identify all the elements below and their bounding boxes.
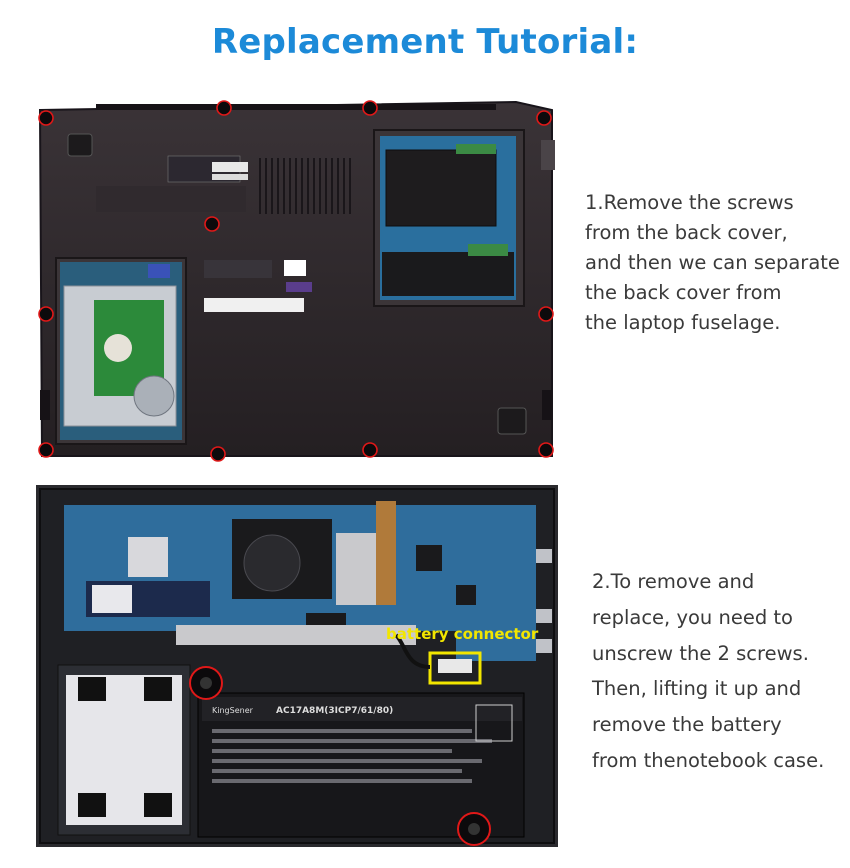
- step-2-line: Then, lifting it up and: [592, 677, 802, 701]
- battery-model: AC17A8M(3ICP7/61/80): [276, 706, 393, 716]
- battery-brand: KingSener: [212, 706, 254, 715]
- step-1-line: the back cover from: [585, 281, 782, 304]
- step-1-line: 1.Remove the screws: [585, 191, 794, 214]
- screw-marker: [468, 823, 480, 835]
- step-1-line: the laptop fuselage.: [585, 311, 781, 334]
- screw-marker: [200, 677, 212, 689]
- step-2-instructions: 2.To remove and replace, you need to uns…: [592, 564, 824, 779]
- step-1-line: and then we can separate: [585, 251, 840, 274]
- internals-photo: KingSener AC17A8M(3ICP7/61/80) battery c…: [36, 485, 558, 847]
- step-1-instructions: 1.Remove the screws from the back cover,…: [585, 188, 840, 338]
- screw-markers: [38, 100, 554, 462]
- back-cover-photo: [36, 100, 558, 462]
- step-1-line: from the back cover,: [585, 221, 788, 244]
- step-2-line: from thenotebook case.: [592, 748, 825, 772]
- step-2-line: replace, you need to: [592, 605, 793, 629]
- step-2-line: remove the battery: [592, 713, 782, 737]
- battery-connector-callout: battery connector: [386, 625, 539, 643]
- page-title: Replacement Tutorial:: [211, 22, 639, 62]
- step-2-line: unscrew the 2 screws.: [592, 641, 809, 665]
- step-2-line: 2.To remove and: [592, 570, 755, 593]
